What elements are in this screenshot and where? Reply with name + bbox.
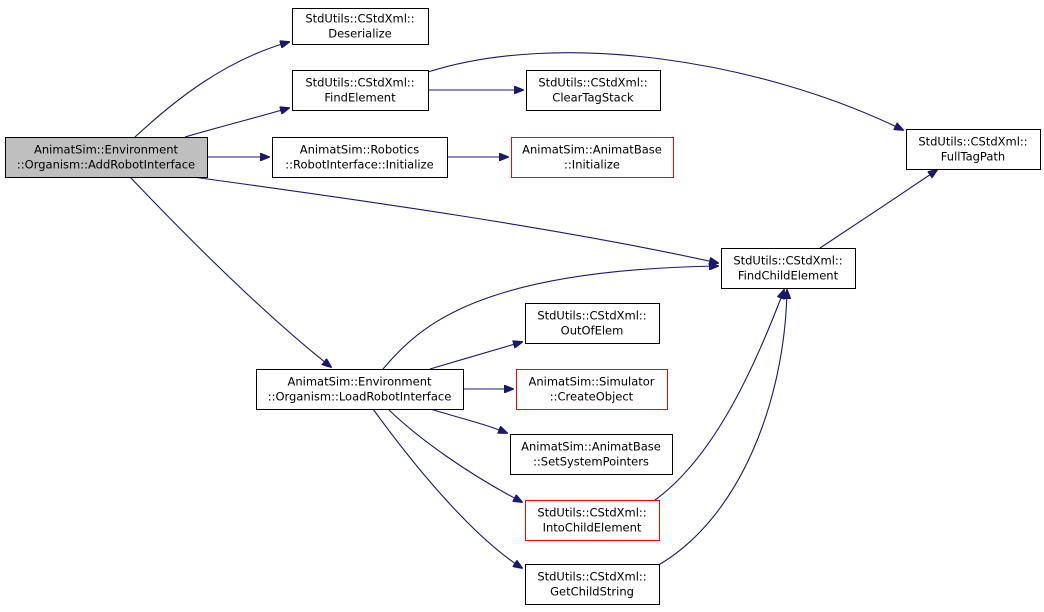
node-deser[interactable]: StdUtils::CStdXml::Deserialize [292, 8, 429, 45]
node-box-create[interactable] [516, 369, 668, 410]
nodes-layer: AnimatSim::Environment::Organism::AddRob… [5, 8, 1041, 605]
node-box-deser[interactable] [292, 8, 429, 45]
node-box-setsys[interactable] [510, 434, 673, 475]
node-load[interactable]: AnimatSim::Environment::Organism::LoadRo… [256, 369, 464, 410]
node-label-load-line-2: ::Organism::LoadRobotInterface [268, 390, 452, 404]
node-label-getchild-line-1: StdUtils::CStdXml:: [537, 570, 646, 584]
node-box-getchild[interactable] [525, 564, 660, 605]
node-label-cleartag-line-1: StdUtils::CStdXml:: [538, 76, 647, 90]
node-label-intochild-line-2: IntoChildElement [543, 521, 642, 535]
edge-findel-to-fulltag [427, 52, 903, 130]
node-box-findchild[interactable] [721, 248, 856, 289]
node-box-add[interactable] [5, 137, 208, 178]
edge-load-to-getchild [372, 408, 522, 568]
node-box-outof[interactable] [525, 303, 660, 344]
node-fulltag[interactable]: StdUtils::CStdXml::FullTagPath [906, 129, 1041, 170]
node-label-findel-line-1: StdUtils::CStdXml:: [305, 76, 414, 90]
node-box-cleartag[interactable] [526, 70, 661, 111]
node-label-abinit-line-2: ::Initialize [564, 158, 620, 172]
node-label-add-line-1: AnimatSim::Environment [34, 143, 178, 157]
node-box-fulltag[interactable] [906, 129, 1041, 170]
node-label-cleartag-line-2: ClearTagStack [552, 91, 634, 105]
edge-add-to-findel [184, 108, 289, 138]
edges-layer [129, 42, 937, 568]
edge-load-to-setsys [429, 408, 507, 433]
node-label-intochild-line-1: StdUtils::CStdXml:: [537, 506, 646, 520]
node-create[interactable]: AnimatSim::Simulator::CreateObject [516, 369, 668, 410]
edge-load-to-findchild [382, 266, 718, 370]
edge-load-to-intochild [387, 408, 522, 502]
edge-add-to-load [129, 176, 331, 367]
node-outof[interactable]: StdUtils::CStdXml::OutOfElem [525, 303, 660, 344]
node-label-deser-line-1: StdUtils::CStdXml:: [305, 12, 414, 26]
node-label-abinit-line-1: AnimatSim::AnimatBase [522, 143, 662, 157]
edge-add-to-deser [134, 42, 289, 138]
node-findchild[interactable]: StdUtils::CStdXml::FindChildElement [721, 248, 856, 289]
node-findel[interactable]: StdUtils::CStdXml::FindElement [292, 70, 429, 111]
node-label-deser-line-2: Deserialize [328, 27, 391, 41]
node-box-intochild[interactable] [525, 500, 660, 541]
node-label-setsys-line-1: AnimatSim::AnimatBase [521, 440, 661, 454]
node-label-getchild-line-2: GetChildString [550, 585, 634, 599]
node-box-robinit[interactable] [272, 137, 448, 178]
node-box-load[interactable] [256, 369, 464, 410]
node-label-fulltag-line-2: FullTagPath [941, 150, 1005, 164]
edge-findchild-to-fulltag [819, 170, 937, 249]
node-label-add-line-2: ::Organism::AddRobotInterface [17, 158, 195, 172]
node-box-findel[interactable] [292, 70, 429, 111]
node-label-outof-line-1: StdUtils::CStdXml:: [537, 309, 646, 323]
node-label-fulltag-line-1: StdUtils::CStdXml:: [918, 135, 1027, 149]
node-abinit[interactable]: AnimatSim::AnimatBase::Initialize [511, 137, 674, 178]
node-label-findchild-line-2: FindChildElement [738, 269, 839, 283]
node-label-robinit-line-2: ::RobotInterface::Initialize [285, 158, 433, 172]
edge-load-to-outof [429, 342, 522, 370]
edge-getchild-to-findchild [654, 290, 787, 568]
edge-intochild-to-findchild [654, 290, 784, 501]
edge-add-to-findchild [192, 176, 718, 263]
node-label-findchild-line-1: StdUtils::CStdXml:: [733, 254, 842, 268]
node-label-outof-line-2: OutOfElem [561, 324, 624, 338]
node-label-create-line-2: ::CreateObject [550, 390, 634, 404]
node-add[interactable]: AnimatSim::Environment::Organism::AddRob… [5, 137, 208, 178]
node-box-abinit[interactable] [511, 137, 674, 178]
node-label-robinit-line-1: AnimatSim::Robotics [300, 143, 419, 157]
node-label-load-line-1: AnimatSim::Environment [288, 375, 432, 389]
node-label-setsys-line-2: ::SetSystemPointers [533, 455, 649, 469]
node-label-create-line-1: AnimatSim::Simulator [528, 375, 654, 389]
node-intochild[interactable]: StdUtils::CStdXml::IntoChildElement [525, 500, 660, 541]
node-setsys[interactable]: AnimatSim::AnimatBase::SetSystemPointers [510, 434, 673, 475]
node-getchild[interactable]: StdUtils::CStdXml::GetChildString [525, 564, 660, 605]
node-robinit[interactable]: AnimatSim::Robotics::RobotInterface::Ini… [272, 137, 448, 178]
node-cleartag[interactable]: StdUtils::CStdXml::ClearTagStack [526, 70, 661, 111]
node-label-findel-line-2: FindElement [324, 91, 396, 105]
